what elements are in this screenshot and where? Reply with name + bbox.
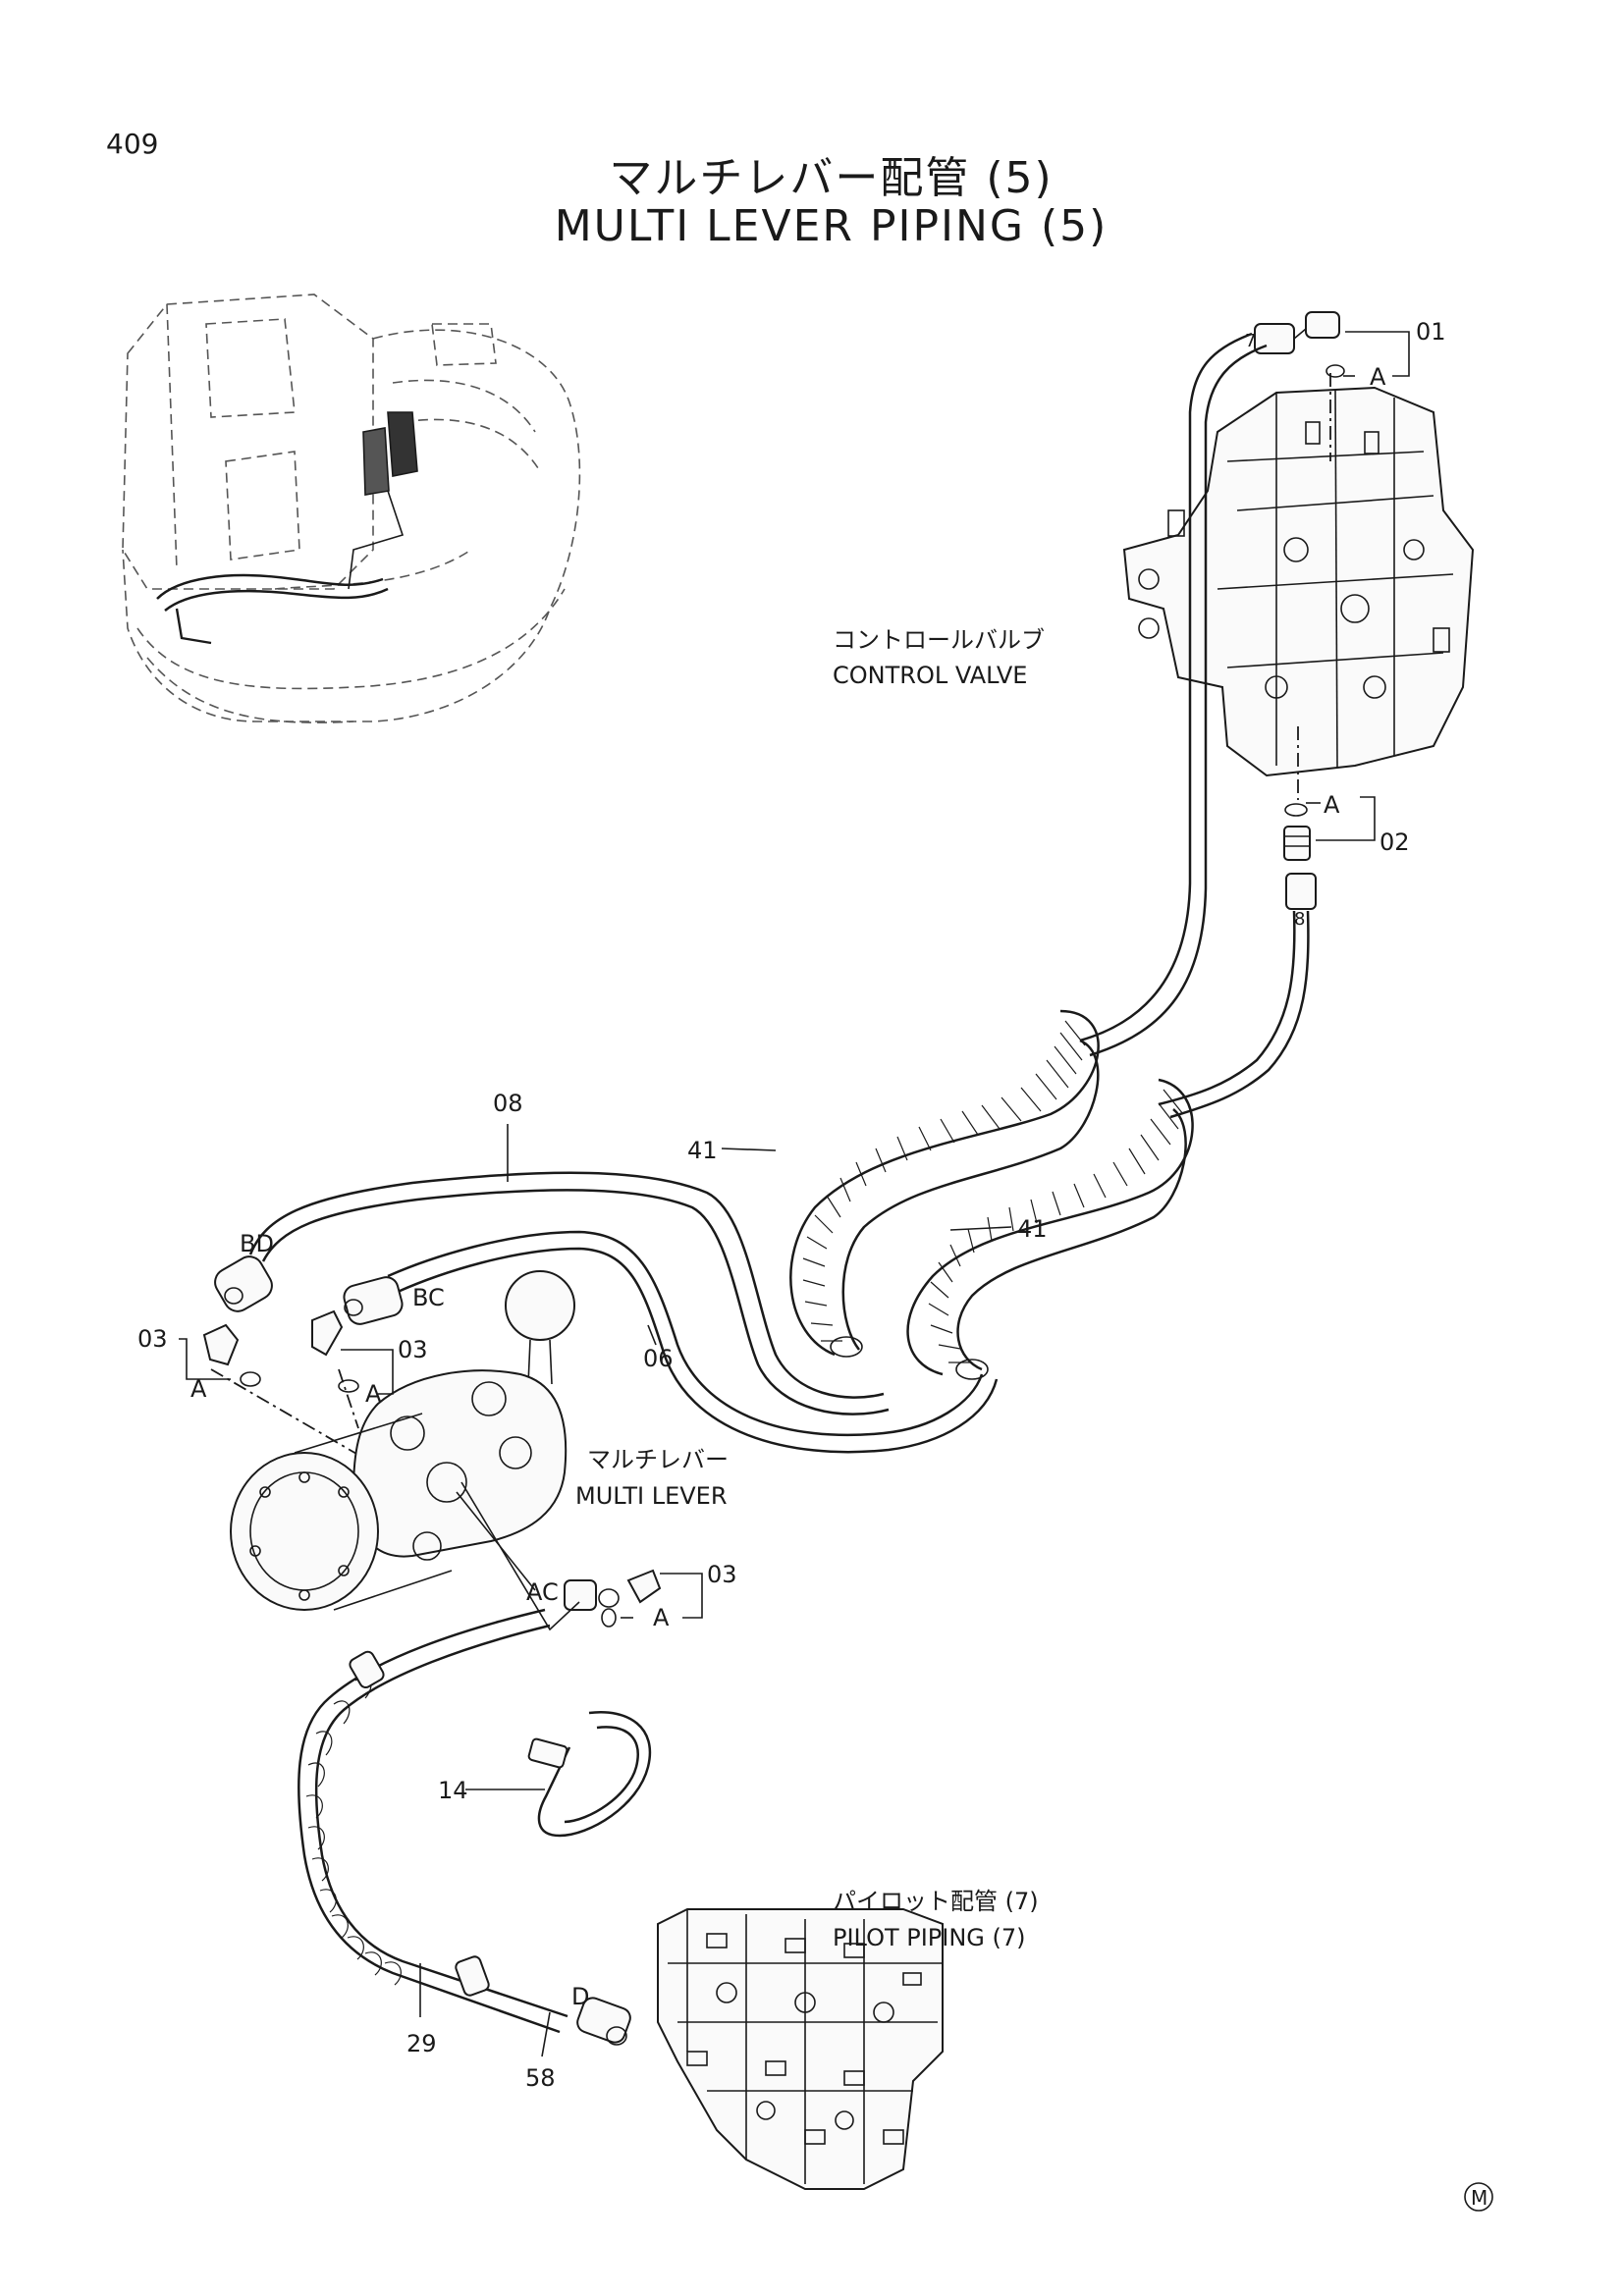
hose-tag-7: 7	[1245, 331, 1256, 351]
port-label-a-top: A	[1370, 363, 1386, 391]
callout-14: 14	[438, 1777, 468, 1804]
hoses-08-06	[248, 1171, 999, 1454]
centerline-left	[210, 1368, 364, 1459]
port-label-bd: BD	[240, 1230, 274, 1257]
hose-end-d	[576, 1997, 631, 2046]
port-label-d: D	[571, 1983, 589, 2010]
corner-mark-letter: M	[1471, 2186, 1488, 2210]
port-label-a-left: A	[190, 1375, 207, 1403]
machine-overview-illustration	[122, 294, 581, 723]
band-clamp-14	[527, 1711, 652, 1838]
spiral-protector-41-upper	[789, 1009, 1100, 1358]
port-label-a-mid: A	[365, 1380, 382, 1408]
hose-58-with-protector-29	[298, 1608, 568, 2034]
callout-41-upper: 41	[687, 1137, 718, 1164]
pilot-piping-name-en: PILOT PIPING (7)	[833, 1924, 1026, 1951]
multi-lever-name-en: MULTI LEVER	[575, 1482, 728, 1510]
pilot-valve-illustration	[657, 1908, 944, 2190]
port-label-a-low: A	[653, 1604, 670, 1631]
callout-41-lower: 41	[1017, 1215, 1048, 1243]
adapter-fitting-02	[1283, 803, 1317, 910]
page-title-japanese: マルチレバー配管 (5)	[609, 153, 1054, 203]
corner-mark-circle	[1464, 2182, 1493, 2212]
port-label-bc: BC	[412, 1284, 445, 1311]
callout-leaders	[179, 331, 1410, 2057]
page-number: 409	[106, 128, 159, 160]
port-label-ac: AC	[526, 1578, 559, 1606]
elbow-fitting-01	[1254, 311, 1345, 378]
callout-58: 58	[525, 2064, 556, 2092]
page-title-english: MULTI LEVER PIPING (5)	[554, 201, 1109, 251]
elbow-fitting-03-left	[202, 1323, 261, 1387]
upper-hoses	[1079, 332, 1310, 1119]
centerline-mid	[338, 1368, 359, 1429]
hose-end-bc	[343, 1276, 404, 1325]
hose-end-ac	[564, 1579, 620, 1611]
hose-tag-8: 8	[1294, 909, 1305, 930]
callout-01: 01	[1416, 318, 1446, 346]
control-valve-name-en: CONTROL VALVE	[833, 662, 1027, 689]
hose-end-bd	[214, 1255, 273, 1312]
port-label-a-valve: A	[1324, 791, 1340, 819]
control-valve-illustration	[1122, 373, 1475, 800]
callout-03-mid: 03	[398, 1336, 428, 1363]
control-valve-name-jp: コントロールバルブ	[833, 626, 1045, 654]
multi-lever-name-jp: マルチレバー	[587, 1446, 729, 1473]
callout-03-left: 03	[137, 1325, 168, 1353]
elbow-fitting-03-mid	[311, 1309, 359, 1393]
callout-29: 29	[406, 2030, 437, 2057]
leader-ac	[460, 1481, 580, 1631]
multi-lever-illustration	[230, 1270, 575, 1611]
callout-02: 02	[1380, 828, 1410, 856]
callout-08: 08	[493, 1090, 523, 1117]
spiral-protector-41-lower	[906, 1078, 1194, 1380]
pilot-piping-name-jp: パイロット配管 (7)	[833, 1888, 1039, 1915]
elbow-fitting-03-low	[601, 1569, 662, 1628]
callout-06: 06	[643, 1345, 674, 1372]
callout-03-low: 03	[707, 1561, 737, 1588]
